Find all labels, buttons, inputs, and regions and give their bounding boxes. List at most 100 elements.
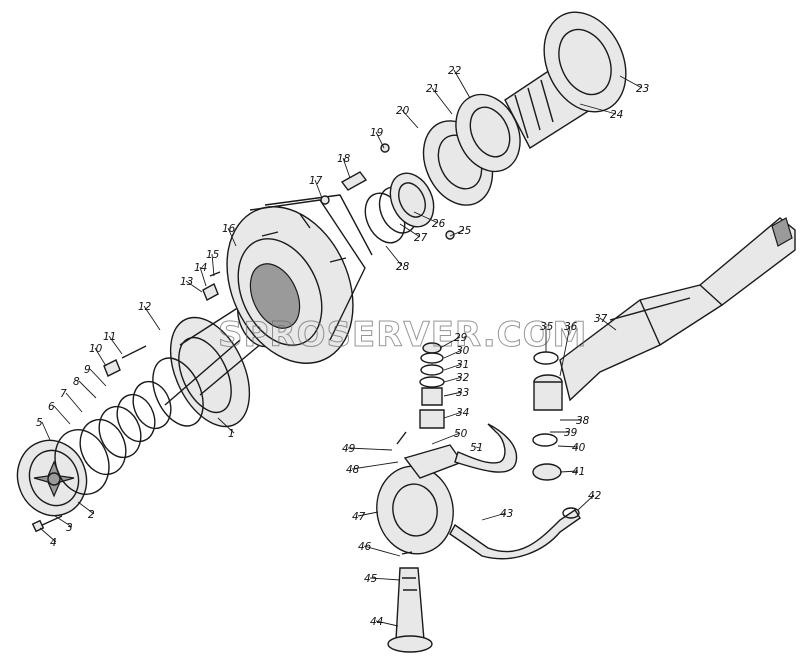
callout-label-50: 50 (454, 428, 468, 440)
callout-leader-24 (579, 103, 617, 115)
callout-label-43: 43 (500, 508, 513, 520)
callout-leader-17 (314, 179, 323, 199)
callout-label-33: 33 (456, 387, 469, 399)
callout-label-37: 37 (594, 313, 608, 325)
callout-label-8: 8 (73, 376, 80, 388)
callout-leader-46 (363, 545, 401, 557)
callout-label-45: 45 (364, 573, 378, 585)
callout-leader-15 (211, 253, 215, 277)
callout-label-51: 51 (470, 442, 483, 454)
callout-label-35: 35 (540, 321, 554, 333)
callout-leader-26 (413, 211, 439, 224)
callout-leader-37 (599, 317, 617, 331)
callout-leader-6 (53, 405, 71, 425)
callout-leader-49 (347, 447, 393, 451)
callout-leader-21 (431, 87, 453, 115)
cap-gasket (54, 380, 172, 495)
callout-leader-4 (39, 527, 57, 543)
callout-leader-51 (475, 446, 481, 449)
callout-label-24: 24 (610, 109, 623, 121)
callout-leader-7 (65, 392, 83, 413)
callout-label-22: 22 (448, 65, 462, 77)
callout-leader-27 (399, 223, 421, 238)
callout-leader-36 (559, 325, 571, 377)
callout-leader-11 (108, 335, 123, 355)
callout-leader-42 (577, 494, 595, 511)
bearing-ring-set (364, 172, 435, 244)
cap-bolt (31, 515, 63, 533)
callout-leader-12 (143, 305, 161, 331)
callout-label-9: 9 (84, 364, 91, 376)
callout-leader-43 (481, 512, 507, 521)
callout-leader-19 (375, 131, 385, 149)
callout-label-4: 4 (50, 537, 57, 549)
callout-label-10: 10 (89, 343, 103, 355)
axle-spindle (504, 11, 627, 149)
axle-beam (559, 217, 796, 402)
callout-label-29: 29 (454, 332, 468, 344)
callout-label-31: 31 (456, 359, 469, 371)
watermark: SPROSERVER.COM (218, 315, 587, 355)
seal-flange (422, 93, 521, 206)
kingpin-stack (419, 342, 445, 429)
cotter-pin (396, 431, 413, 555)
steering-arm-lower (449, 507, 581, 560)
callout-label-23: 23 (636, 83, 649, 95)
brake-drum (226, 194, 373, 364)
callout-leader-41 (559, 470, 579, 473)
callout-label-46: 46 (358, 541, 372, 553)
callout-leader-16 (227, 227, 237, 247)
king-pin (387, 567, 433, 653)
callout-label-14: 14 (194, 262, 207, 274)
callout-leader-20 (401, 109, 419, 129)
callout-leader-13 (185, 280, 203, 293)
callout-leader-2 (77, 501, 95, 515)
callout-label-12: 12 (138, 301, 152, 313)
hub-cap (16, 439, 88, 517)
callout-label-41: 41 (572, 466, 585, 478)
steering-arm-upper (454, 423, 518, 473)
callout-label-1: 1 (228, 428, 235, 440)
callout-label-17: 17 (309, 175, 323, 187)
callout-label-25: 25 (458, 225, 472, 237)
callout-label-42: 42 (588, 490, 602, 502)
callout-label-30: 30 (456, 345, 470, 357)
callout-label-26: 26 (432, 218, 446, 230)
callout-label-27: 27 (414, 232, 428, 244)
callout-leader-8 (78, 380, 97, 399)
callout-leader-31 (443, 363, 463, 371)
callout-label-44: 44 (370, 616, 383, 628)
callout-leader-48 (351, 461, 399, 470)
callout-label-39: 39 (564, 427, 578, 439)
callout-label-6: 6 (48, 401, 55, 413)
callout-label-11: 11 (103, 331, 116, 343)
callout-label-15: 15 (206, 249, 220, 261)
callout-label-38: 38 (576, 415, 590, 427)
retainer-plate (340, 171, 368, 191)
callout-leader-1 (217, 417, 235, 434)
callout-leader-34 (443, 411, 463, 419)
callout-label-28: 28 (396, 261, 410, 273)
callout-label-2: 2 (88, 509, 95, 521)
callout-label-13: 13 (180, 276, 193, 288)
callout-leader-9 (89, 368, 107, 387)
callout-label-49: 49 (342, 443, 356, 455)
callout-leader-23 (619, 75, 643, 89)
callout-label-16: 16 (222, 223, 236, 235)
callout-leader-5 (41, 421, 51, 441)
callout-label-20: 20 (396, 105, 410, 117)
callout-leader-25 (449, 229, 465, 237)
callout-layer: 1234567891011121314151617181920212223242… (36, 65, 649, 628)
callout-leader-29 (439, 336, 461, 349)
callout-leader-50 (431, 432, 461, 445)
callout-leader-14 (199, 266, 207, 287)
small-fasteners (103, 143, 455, 377)
callout-label-40: 40 (572, 442, 586, 454)
callout-label-3: 3 (66, 522, 73, 534)
callout-leader-32 (443, 376, 463, 383)
callout-label-7: 7 (60, 388, 67, 400)
callout-leader-40 (557, 445, 579, 448)
callout-label-5: 5 (36, 417, 43, 429)
callout-label-19: 19 (370, 127, 384, 139)
